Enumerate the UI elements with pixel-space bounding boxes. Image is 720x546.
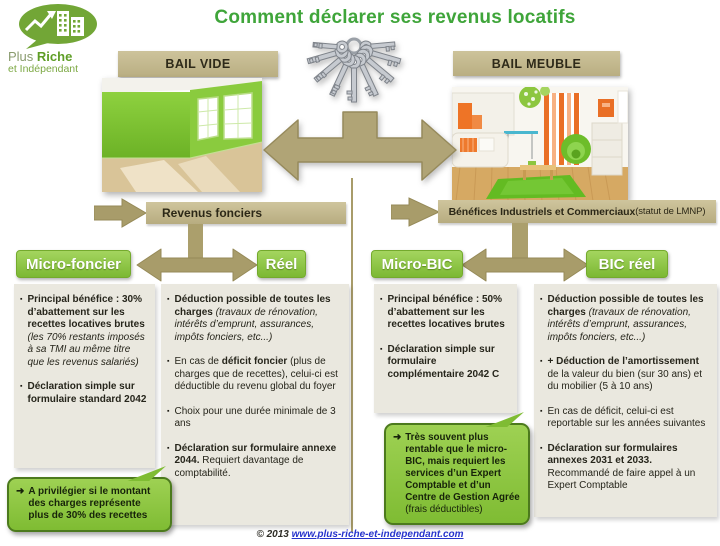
footer: © 2013 www.plus-riche-et-independant.com	[0, 529, 720, 540]
right-banner-label: Bénéfices Industriels et Commerciaux	[448, 205, 636, 218]
furnished-room-photo	[452, 87, 628, 201]
logo-bubble-icon	[19, 4, 97, 49]
bic-reel-box: ▪Déduction possible de toutes les charge…	[534, 284, 717, 517]
bullet-item: ▪Choix pour une durée minimale de 3 ans	[167, 405, 336, 430]
right-banner-sublabel: (statut de LMNP)	[635, 206, 706, 217]
bullet-item: ▪Déduction possible de toutes les charge…	[167, 294, 331, 343]
copyright-text: © 2013	[256, 529, 292, 540]
bullet-item: ▪En cas de déficit foncier (plus de char…	[167, 356, 338, 392]
right-banner-arrow-icon	[391, 197, 441, 227]
arrow-icon: ➜	[16, 486, 25, 497]
right-stem	[512, 223, 528, 260]
left-banner: Revenus fonciers	[146, 202, 346, 224]
logo-text-line2: et Indépendant	[8, 63, 79, 75]
keys-photo	[306, 37, 402, 103]
micro-foncier-box: ▪Principal bénéfice : 30% d’abattement s…	[14, 284, 155, 468]
center-divider-line	[351, 178, 353, 532]
logo-word-riche: Riche	[36, 49, 73, 64]
callout-tail	[127, 466, 166, 481]
bullet-item: ▪Principal bénéfice : 30% d’abattement s…	[20, 294, 145, 368]
left-banner-label: Revenus fonciers	[162, 206, 263, 220]
callout-tail	[485, 412, 524, 427]
right-banner: Bénéfices Industriels et Commerciaux (st…	[438, 200, 716, 223]
logo-word-plus: Plus	[8, 49, 37, 64]
callout-text: A privilégier si le montant des charges …	[28, 486, 151, 522]
bullet-item: ▪En cas de déficit, celui-ci est reporta…	[540, 405, 706, 430]
logo-text-line1: Plus Riche	[8, 49, 72, 64]
bullet-item: ▪Déduction possible de toutes les charge…	[540, 294, 704, 343]
micro-bic-callout: ➜ Très souvent plus rentable que le micr…	[384, 412, 530, 525]
bail-meuble-header: BAIL MEUBLE	[453, 51, 620, 76]
bullet-item: ▪Déclaration sur formulaire annexe 2044.…	[167, 442, 337, 479]
option-button-micro-bic: Micro-BIC	[371, 250, 463, 278]
bullet-list: ▪Déduction possible de toutes les charge…	[540, 294, 710, 493]
micro-bic-box: ▪Principal bénéfice : 50% d’abattement s…	[374, 284, 517, 413]
option-button-bic-reel: BIC réel	[586, 250, 668, 278]
bullet-item: ▪+ Déduction de l’amortissement de la va…	[540, 356, 703, 392]
bullet-list: ▪Déduction possible de toutes les charge…	[167, 294, 342, 480]
option-button-micro-foncier: Micro-foncier	[16, 250, 131, 278]
reel-box: ▪Déduction possible de toutes les charge…	[161, 284, 349, 525]
main-double-arrow	[263, 111, 457, 181]
bullet-item: ▪Déclaration sur formulaires annexes 203…	[540, 442, 696, 492]
bullet-item: ▪Déclaration simple sur formulaire stand…	[20, 381, 147, 405]
page-title: Comment déclarer ses revenus locatifs	[214, 7, 576, 28]
website-link[interactable]: www.plus-riche-et-independant.com	[291, 529, 464, 540]
bullet-item: ▪Principal bénéfice : 50% d’abattement s…	[380, 294, 505, 330]
left-stem	[188, 224, 203, 260]
bullet-list: ▪Principal bénéfice : 50% d’abattement s…	[380, 294, 510, 381]
bullet-item: ▪Déclaration simple sur formulaire compl…	[380, 343, 500, 380]
left-banner-arrow-icon	[94, 198, 147, 228]
micro-foncier-callout: ➜ A privilégier si le montant des charge…	[7, 466, 172, 532]
arrow-icon: ➜	[393, 432, 402, 443]
right-double-arrow	[461, 248, 589, 282]
callout-text: Très souvent plus rentable que le micro-…	[405, 432, 520, 515]
bullet-list: ▪Principal bénéfice : 30% d’abattement s…	[20, 294, 148, 406]
left-double-arrow	[136, 248, 258, 282]
bail-vide-header: BAIL VIDE	[118, 51, 278, 77]
empty-room-photo	[102, 78, 262, 192]
option-button-reel: Réel	[257, 250, 306, 278]
